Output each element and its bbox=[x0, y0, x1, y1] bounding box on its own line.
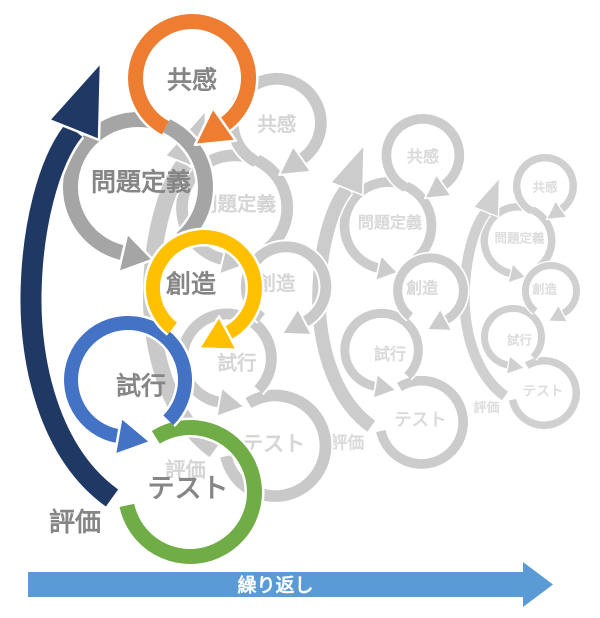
ideate-ring bbox=[145, 229, 262, 340]
prototype-arrowhead bbox=[113, 416, 152, 457]
evaluation-arrowhead-faded-cycle-copy-2 bbox=[329, 144, 365, 197]
evaluation-feedback-arrow bbox=[20, 123, 119, 507]
iteration-arrow bbox=[28, 562, 553, 607]
prototype-label-faded-cycle-copy-2: 試行 bbox=[374, 344, 406, 363]
evaluation-label-faded-cycle-copy-3: 評価 bbox=[473, 400, 499, 416]
define-label-faded-cycle-copy-1: 問題定義 bbox=[198, 192, 277, 215]
iteration-arrow-label: 繰り返し bbox=[237, 574, 313, 597]
define-ring-faded-cycle-copy-3 bbox=[480, 203, 556, 278]
iteration-arrow-group: 繰り返し bbox=[28, 562, 553, 607]
empathize-label-faded-cycle-copy-1: 共感 bbox=[257, 113, 297, 136]
ideate-arrowhead bbox=[197, 315, 239, 352]
ideate-label-faded-cycle-copy-1: 創造 bbox=[255, 272, 296, 295]
prototype-arrowhead-faded-cycle-copy-2 bbox=[372, 373, 397, 400]
empathize-arrowhead-faded-cycle-copy-2 bbox=[423, 173, 452, 200]
define-ring bbox=[63, 112, 213, 261]
define-arrowhead-faded-cycle-copy-3 bbox=[507, 263, 527, 284]
test-label: テスト bbox=[148, 474, 229, 505]
prototype-ring-faded-cycle-copy-3 bbox=[481, 305, 545, 369]
ideate-label-faded-cycle-copy-3: 創造 bbox=[531, 282, 558, 297]
ideate-label: 創造 bbox=[166, 270, 216, 299]
test-label-faded-cycle-copy-2: テスト bbox=[394, 410, 446, 430]
ideate-arrowhead-faded-cycle-copy-3 bbox=[547, 304, 569, 323]
define-label-faded-cycle-copy-2: 問題定義 bbox=[358, 213, 422, 232]
evaluation-label: 評価 bbox=[49, 507, 101, 538]
test-ring-faded-cycle-copy-3 bbox=[508, 357, 580, 429]
prototype-label: 試行 bbox=[116, 372, 166, 401]
ideate-ring-faded-cycle-copy-2 bbox=[393, 253, 468, 324]
define-arrowhead-faded-cycle-copy-2 bbox=[374, 254, 399, 282]
evaluation-label-faded-cycle-copy-1: 評価 bbox=[165, 458, 206, 482]
define-arrowhead bbox=[117, 232, 155, 274]
empathize-arrowhead-faded-cycle-copy-1 bbox=[278, 145, 312, 176]
empathize-ring bbox=[128, 14, 256, 135]
empathize-label-faded-cycle-copy-3: 共感 bbox=[532, 180, 558, 195]
test-ring bbox=[119, 420, 262, 564]
define-ring-faded-cycle-copy-2 bbox=[339, 177, 437, 273]
prototype-ring bbox=[64, 316, 192, 443]
empathize-label: 共感 bbox=[167, 66, 217, 95]
evaluation-label-faded-cycle-copy-2: 評価 bbox=[331, 432, 365, 452]
prototype-arrowhead-faded-cycle-copy-3 bbox=[505, 355, 525, 376]
evaluation-arrowhead bbox=[47, 60, 103, 142]
empathize-ring-faded-cycle-copy-3 bbox=[513, 154, 577, 215]
ideate-label-faded-cycle-copy-2: 創造 bbox=[405, 279, 439, 298]
prototype-label-faded-cycle-copy-3: 試行 bbox=[507, 333, 533, 348]
evaluation-arrowhead-faded-cycle-copy-3 bbox=[472, 177, 501, 218]
ideate-arrowhead-faded-cycle-copy-2 bbox=[426, 308, 453, 332]
ideate-arrowhead-faded-cycle-copy-1 bbox=[281, 307, 313, 336]
empathize-ring-faded-cycle-copy-1 bbox=[226, 73, 327, 167]
empathize-label-faded-cycle-copy-2: 共感 bbox=[407, 147, 439, 166]
prototype-ring-faded-cycle-copy-2 bbox=[340, 308, 423, 391]
empathize-ring-faded-cycle-copy-2 bbox=[381, 114, 465, 192]
test-label-faded-cycle-copy-3: テスト bbox=[523, 384, 564, 400]
define-label: 問題定義 bbox=[91, 168, 191, 197]
empathize-arrowhead bbox=[193, 106, 238, 147]
prototype-arrowhead-faded-cycle-copy-1 bbox=[215, 386, 246, 418]
test-ring-faded-cycle-copy-2 bbox=[376, 375, 468, 469]
ideate-ring-faded-cycle-copy-3 bbox=[522, 262, 580, 317]
prototype-label-faded-cycle-copy-1: 試行 bbox=[217, 352, 256, 375]
define-label-faded-cycle-copy-3: 問題定義 bbox=[494, 231, 545, 246]
empathize-arrowhead-faded-cycle-copy-3 bbox=[545, 200, 568, 221]
